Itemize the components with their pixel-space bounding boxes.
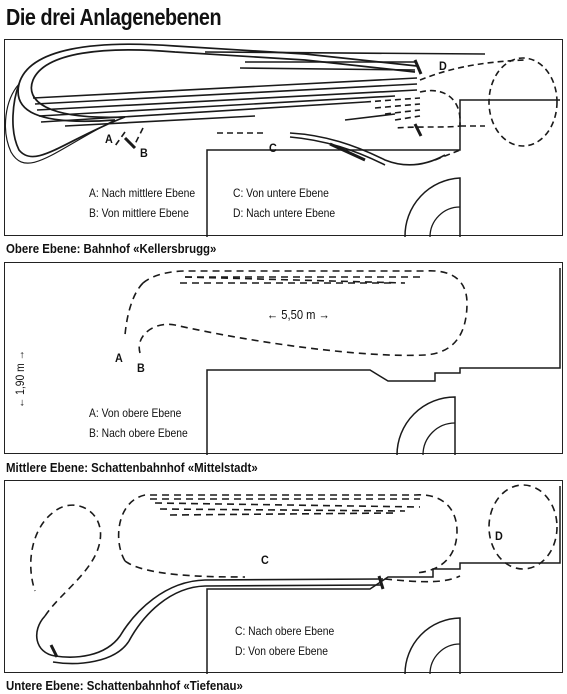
middle-level-track-drawing: [124, 268, 561, 456]
legend-line: A: Nach mittlere Ebene: [89, 186, 196, 200]
middle-level-panel: A B ← 5,50 m → ← 1,90 m → A: Von obere E…: [4, 262, 563, 456]
legend-line: C: Nach obere Ebene: [235, 624, 335, 638]
middle-level-caption: Mittlere Ebene: Schattenbahnhof «Mittels…: [6, 460, 258, 475]
figure-title: Die drei Anlagenebenen: [6, 4, 222, 30]
length-dimension: ← 5,50 m →: [267, 307, 330, 322]
upper-level-track-drawing: [4, 43, 560, 238]
legend-line: C: Von untere Ebene: [233, 186, 329, 200]
lower-level-track-drawing: [29, 484, 561, 675]
legend-line: A: Von obere Ebene: [89, 406, 182, 420]
marker-a: A: [115, 351, 123, 365]
legend-line: B: Von mittlere Ebene: [89, 206, 189, 220]
marker-b: B: [137, 361, 145, 375]
marker-c: C: [261, 553, 269, 567]
legend-line: D: Von obere Ebene: [235, 644, 328, 658]
lower-level-panel: C D C: Nach obere Ebene D: Von obere Ebe…: [4, 480, 563, 675]
upper-level-panel: A B C D A: Nach mittlere Ebene B: Von mi…: [4, 39, 563, 238]
marker-a: A: [105, 132, 113, 146]
upper-level-caption: Obere Ebene: Bahnhof «Kellersbrugg»: [6, 241, 217, 256]
legend-line: D: Nach untere Ebene: [233, 206, 336, 220]
marker-d: D: [439, 59, 447, 73]
width-dimension: ← 1,90 m →: [13, 350, 27, 408]
marker-d: D: [495, 529, 503, 543]
legend-line: B: Nach obere Ebene: [89, 426, 188, 440]
marker-b: B: [140, 146, 148, 160]
marker-c: C: [269, 141, 277, 155]
lower-level-caption: Untere Ebene: Schattenbahnhof «Tiefenau»: [6, 678, 243, 693]
